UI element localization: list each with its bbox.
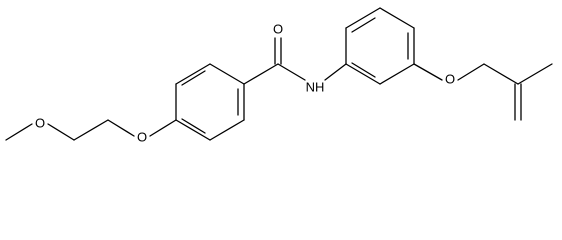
bond [379, 7, 415, 29]
bond [149, 119, 177, 137]
double-bond-inner [181, 118, 206, 134]
double-bond-inner [181, 70, 206, 86]
bond [47, 123, 75, 141]
right-ether-oxygen-label: O [445, 71, 455, 86]
methoxyethoxy-chain [5, 119, 177, 141]
amide-group [243, 37, 347, 85]
bond [175, 63, 211, 85]
bond [277, 63, 306, 81]
molecule-drawing: O NH O O O [5, 7, 553, 144]
bond [457, 63, 485, 81]
bond [209, 63, 245, 85]
left-ether-oxygen-label: O [137, 129, 147, 144]
double-bond-inner [351, 62, 376, 78]
bond [413, 63, 443, 81]
right-benzene-ring [345, 7, 415, 85]
structure-canvas: O NH O O O [5, 7, 553, 144]
atom-labels: O NH O O O [35, 21, 455, 144]
bond [5, 123, 33, 141]
bond [345, 63, 381, 85]
methoxy-oxygen-label: O [35, 115, 45, 130]
double-bond-inner [351, 17, 376, 33]
amide-nh-label: NH [306, 79, 325, 94]
bond [379, 63, 415, 85]
bond [175, 119, 211, 141]
bond [345, 7, 381, 29]
bond [324, 63, 347, 81]
bond [73, 119, 109, 141]
left-benzene-ring [175, 63, 245, 141]
carbonyl-oxygen-label: O [273, 21, 283, 36]
methallyl-ether-chain [413, 63, 553, 121]
bond [483, 63, 519, 85]
bond [243, 63, 279, 85]
bond [107, 119, 135, 137]
bond [517, 63, 553, 85]
bond [209, 119, 245, 141]
